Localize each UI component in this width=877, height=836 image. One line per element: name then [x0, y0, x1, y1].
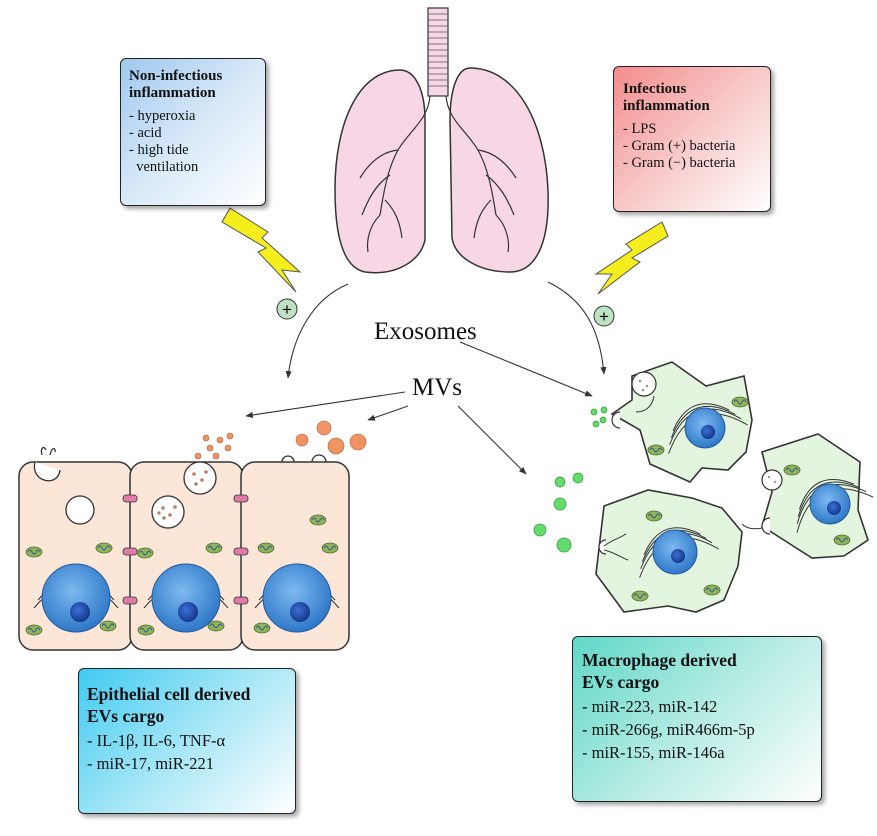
list-item: - miR-223, miR-142 [582, 697, 718, 716]
vesicle-contents [157, 470, 208, 520]
mvs-label: MVs [412, 374, 463, 401]
list-item: - acid [129, 124, 162, 141]
list-item: - miR-17, miR-221 [87, 754, 214, 773]
vesicle-icon [598, 371, 783, 555]
list-item: - LPS [623, 120, 657, 137]
non-infectious-inflammation-box: Non-infectious inflammation - hyperoxia … [120, 58, 266, 206]
list-item: - high tide ventilation [129, 141, 199, 175]
list-item: - Gram (+) bacteria [623, 137, 736, 154]
macrophage-cargo-box: Macrophage derived EVs cargo - miR-223, … [572, 636, 822, 802]
list-item: - miR-155, miR-146a [582, 743, 725, 762]
arrows [245, 281, 607, 475]
lightning-bolt-icon [594, 221, 669, 295]
box-item-list: - IL-1β, IL-6, TNF-α - miR-17, miR-221 [87, 729, 287, 775]
box-item-list: - LPS - Gram (+) bacteria - Gram (−) bac… [623, 121, 761, 172]
lightning-bolt-icon [221, 207, 302, 293]
vesicle-contents [638, 379, 777, 484]
box-title: Macrophage derived EVs cargo [582, 650, 737, 692]
box-title: Epithelial cell derived EVs cargo [87, 684, 251, 726]
box-item-list: - miR-223, miR-142 - miR-266g, miR466m-5… [582, 695, 812, 764]
exosomes [533, 406, 608, 553]
epithelial-cargo-box: Epithelial cell derived EVs cargo - IL-1… [78, 668, 296, 814]
nucleus-icon [33, 563, 340, 633]
list-item: - hyperoxia [129, 107, 196, 124]
box-item-list: - hyperoxia - acid - high tide ventilati… [129, 108, 257, 176]
lungs-icon [334, 7, 549, 274]
svg-text:+: + [282, 300, 292, 319]
nucleus-icon [626, 390, 874, 579]
plus-circle-icon: + [593, 305, 615, 327]
plus-circle-icon: + [276, 298, 298, 320]
exosomes-label: Exosomes [374, 318, 477, 345]
list-item: - IL-1β, IL-6, TNF-α [87, 731, 226, 750]
svg-text:+: + [599, 307, 609, 326]
box-title: Non-infectious inflammation [129, 68, 223, 101]
infectious-inflammation-box: Infectious inflammation - LPS - Gram (+)… [613, 66, 771, 212]
microvesicles [194, 420, 367, 460]
vesicle-icon [33, 446, 327, 529]
junctions [122, 494, 249, 605]
pseudopods [603, 395, 763, 561]
list-item: - miR-266g, miR466m-5p [582, 720, 755, 739]
list-item: - Gram (−) bacteria [623, 154, 736, 171]
box-title: Infectious inflammation [623, 81, 710, 114]
